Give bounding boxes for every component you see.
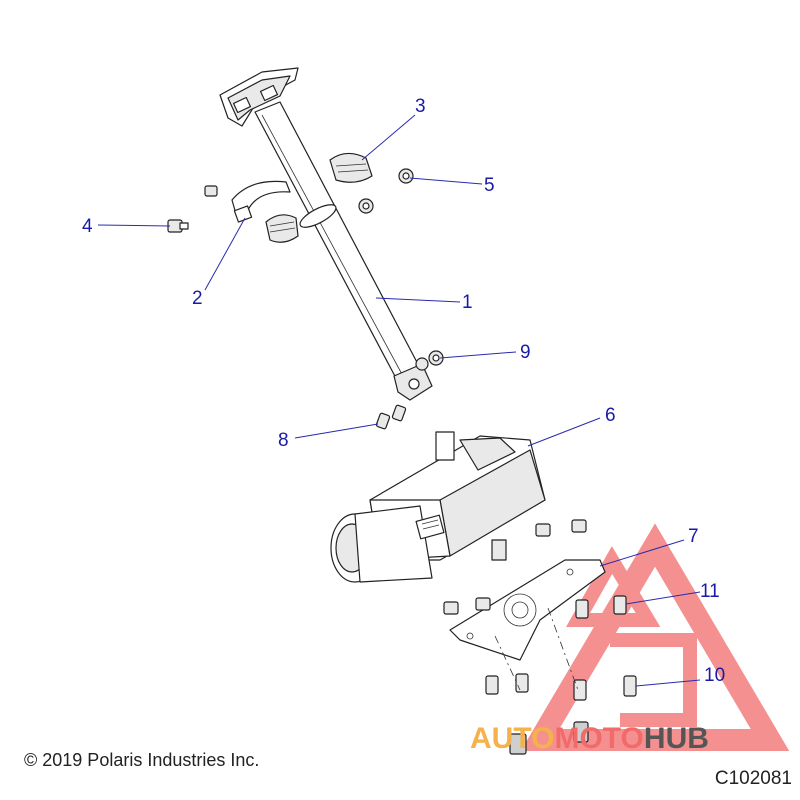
diagram-id: C102081 [714, 768, 792, 789]
bolt-4b [204, 185, 218, 197]
watermark-logo [520, 523, 790, 751]
copyright-text: © 2019 Polaris Industries Inc. [24, 750, 260, 770]
watermark-text: AUTOMOTOHUB [470, 722, 709, 755]
nut-9 [415, 350, 444, 371]
bolts-11 [575, 595, 627, 619]
power-steering-unit [330, 431, 546, 583]
callout-10: 10 [704, 665, 725, 686]
bushing-lower [265, 214, 299, 243]
callout-9: 9 [520, 342, 531, 363]
bushing-upper [329, 152, 373, 183]
clamp-bracket [231, 180, 291, 223]
callout-11: 11 [700, 581, 720, 602]
nut-5 [398, 168, 414, 184]
callout-5: 5 [484, 175, 495, 196]
callout-2: 2 [192, 288, 203, 309]
callout-4: 4 [82, 216, 93, 237]
callout-8: 8 [278, 430, 289, 451]
callout-3: 3 [415, 96, 426, 117]
callout-6: 6 [605, 405, 616, 426]
nut-5b [358, 198, 374, 214]
mounting-plate [449, 559, 606, 661]
callout-1: 1 [462, 292, 473, 313]
callout-7: 7 [688, 526, 699, 547]
steering-column [219, 67, 433, 401]
bolt-8 [375, 404, 407, 430]
bolt-4 [167, 219, 189, 233]
bolts-10 [485, 673, 637, 755]
flange-nuts [443, 519, 587, 615]
